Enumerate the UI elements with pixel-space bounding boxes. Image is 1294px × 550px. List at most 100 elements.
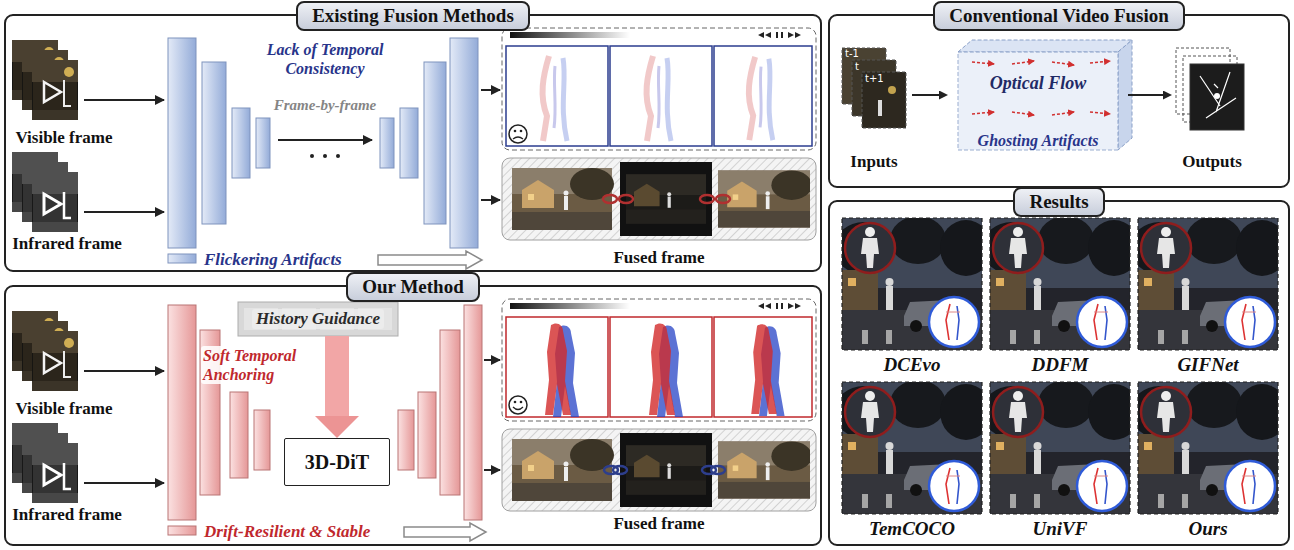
flow-map-box [514,401,517,404]
panel-heading: Our Method [346,272,480,302]
flow-map-box [749,57,773,140]
result-image: Ours [1138,382,1278,540]
connector-group [337,95,1163,416]
frame-caption: Fused frame [613,248,704,268]
method-name: UniVF [1033,518,1088,540]
flow-map-box [502,299,816,421]
flow-map-box [758,32,801,38]
existing-network [168,254,196,263]
input-frames [32,60,78,120]
section-panel: Conventional Video FusionInputsOptical F… [828,14,1290,188]
optical-flow-volume [958,52,1118,150]
fused-strip [502,429,816,511]
frame-by-frame-arrow [323,154,327,158]
method-name: TemCOCO [869,518,955,540]
method-name: Ours [1188,518,1227,540]
optical-flow-volume [972,62,994,64]
fused-strip [700,195,714,203]
flow-map-box [610,46,712,146]
frame-caption: Infrared frame [12,234,122,254]
output-arrows [481,89,500,91]
conventional-outputs [1190,64,1244,130]
fused-strip [620,433,712,507]
existing-network [450,38,478,248]
optical-flow-volume [1052,62,1074,65]
frame-by-frame-arrow [278,139,372,141]
fused-strip [619,195,633,203]
output-arrows [481,199,500,201]
fused-strip [711,466,725,474]
frame-caption: Fused frame [613,514,704,534]
our-network [418,392,436,478]
input-arrows [84,370,164,372]
process-note: Frame-by-frame [274,96,376,114]
flow-arrow [1128,94,1163,96]
flow-box: Optical FlowGhosting Artifacts [948,44,1128,152]
frame-group: Visible frame [8,38,120,148]
optical-flow-volume [972,61,1110,115]
optical-flow-volume [1012,112,1034,115]
optical-flow-volume [1052,112,1074,115]
our-network [200,330,220,495]
input-frames [32,443,78,503]
conventional-outputs [1200,72,1236,118]
flow-map-box [649,323,683,417]
existing-network [256,118,270,168]
input-arrows [84,100,164,483]
optical-flow-volume [1090,61,1110,63]
output-arrows [484,469,500,471]
existing-network [168,38,478,263]
frame-by-frame-arrow [278,140,372,158]
frame-caption: Infrared frame [12,505,122,525]
result-images [982,380,1140,514]
fused-strip [502,429,816,511]
our-network [464,305,482,520]
fused-strip [502,158,816,240]
issue-note: Lack of Temporal Consistency [255,40,395,78]
flow-label: Ghosting Artifacts [978,131,1099,150]
frame-by-frame-arrow [310,154,314,158]
result-image: DDFM [990,218,1130,376]
time-index: t+1 [865,73,884,84]
flow-map-box [714,317,812,417]
history-film [238,302,398,336]
output-arrows [481,90,500,470]
fused-strip [626,445,706,495]
result-image: UniVF [990,382,1130,540]
flow-map-box [502,28,816,150]
result-images [834,380,992,514]
result-images [1130,216,1288,350]
our-network [168,305,196,520]
fused-strip [718,441,812,498]
flow-map-box [647,56,671,141]
frame-group: Fused frame [500,426,818,534]
conventional-outputs [1214,93,1220,99]
result-images [842,218,982,350]
history-film [238,302,398,336]
our-network [398,410,414,470]
benefit-note: Drift-Resilient & Stable [204,522,370,542]
conventional-inputs [888,86,896,94]
fused-strip [620,162,712,236]
section-panel: Existing Fusion MethodsVisible frameInfr… [4,14,822,272]
flow-map-box [520,401,523,404]
flow-map-box [543,56,567,141]
input-arrows [84,211,164,213]
method-name: DDFM [1031,354,1088,376]
frame-by-frame-arrow [336,154,340,158]
optical-flow-volume [1012,61,1034,64]
result-image: DCEvo [842,218,982,376]
conventional-inputs [842,48,906,128]
result-images [990,382,1130,514]
optical-flow-volume [958,40,1132,150]
fused-strip [718,170,812,227]
fused-strip [603,195,617,203]
result-image: TemCOCO [842,382,982,540]
edge-label: Soft Temporal Anchoring [201,346,317,384]
panel-heading: Conventional Video Fusion [933,1,1185,31]
flow-map-box [520,130,523,133]
frame-caption: Outputs [1182,152,1242,172]
panel-heading: Existing Fusion Methods [296,1,530,31]
